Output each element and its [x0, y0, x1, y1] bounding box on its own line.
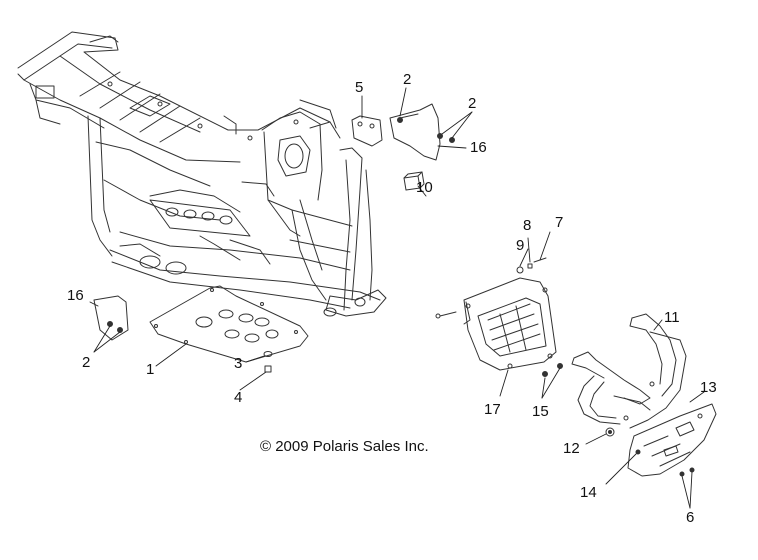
part-11-front-bumper: [571, 313, 687, 429]
callout-16-left: 16: [67, 287, 84, 304]
callout-7: 7: [555, 214, 564, 231]
part-3-4-hardware: [263, 351, 273, 373]
copyright-notice: © 2009 Polaris Sales Inc.: [260, 438, 429, 455]
callout-12: 12: [563, 440, 580, 457]
callout-2-left: 2: [82, 354, 91, 371]
leader-lines: [89, 87, 705, 509]
part-2-fasteners-upper: [397, 117, 455, 143]
callout-3: 3: [234, 355, 243, 372]
callout-17: 17: [484, 401, 501, 418]
part-16-lower-guard: [93, 295, 129, 341]
callout-15: 15: [532, 403, 549, 420]
part-13-skid-guard: [627, 403, 717, 477]
part-hardware-bolts-7-8-9: [435, 257, 563, 377]
frame-assembly: [17, 31, 387, 317]
callout-8: 8: [523, 217, 532, 234]
callout-5: 5: [355, 79, 364, 96]
callout-2-right: 2: [468, 95, 477, 112]
callout-2-top: 2: [403, 71, 412, 88]
callout-9: 9: [516, 237, 525, 254]
part-1-skid-plate: [149, 285, 309, 363]
callout-4: 4: [234, 389, 243, 406]
callout-13: 13: [700, 379, 717, 396]
callout-11: 11: [664, 309, 680, 326]
part-16-upper-guard: [389, 103, 441, 161]
callout-14: 14: [580, 484, 597, 501]
callout-6: 6: [686, 509, 695, 526]
part-5-bracket: [351, 115, 383, 147]
callout-10: 10: [416, 179, 433, 196]
part-17-grille: [463, 277, 557, 371]
callout-1: 1: [146, 361, 155, 378]
callout-16-top: 16: [470, 139, 487, 156]
